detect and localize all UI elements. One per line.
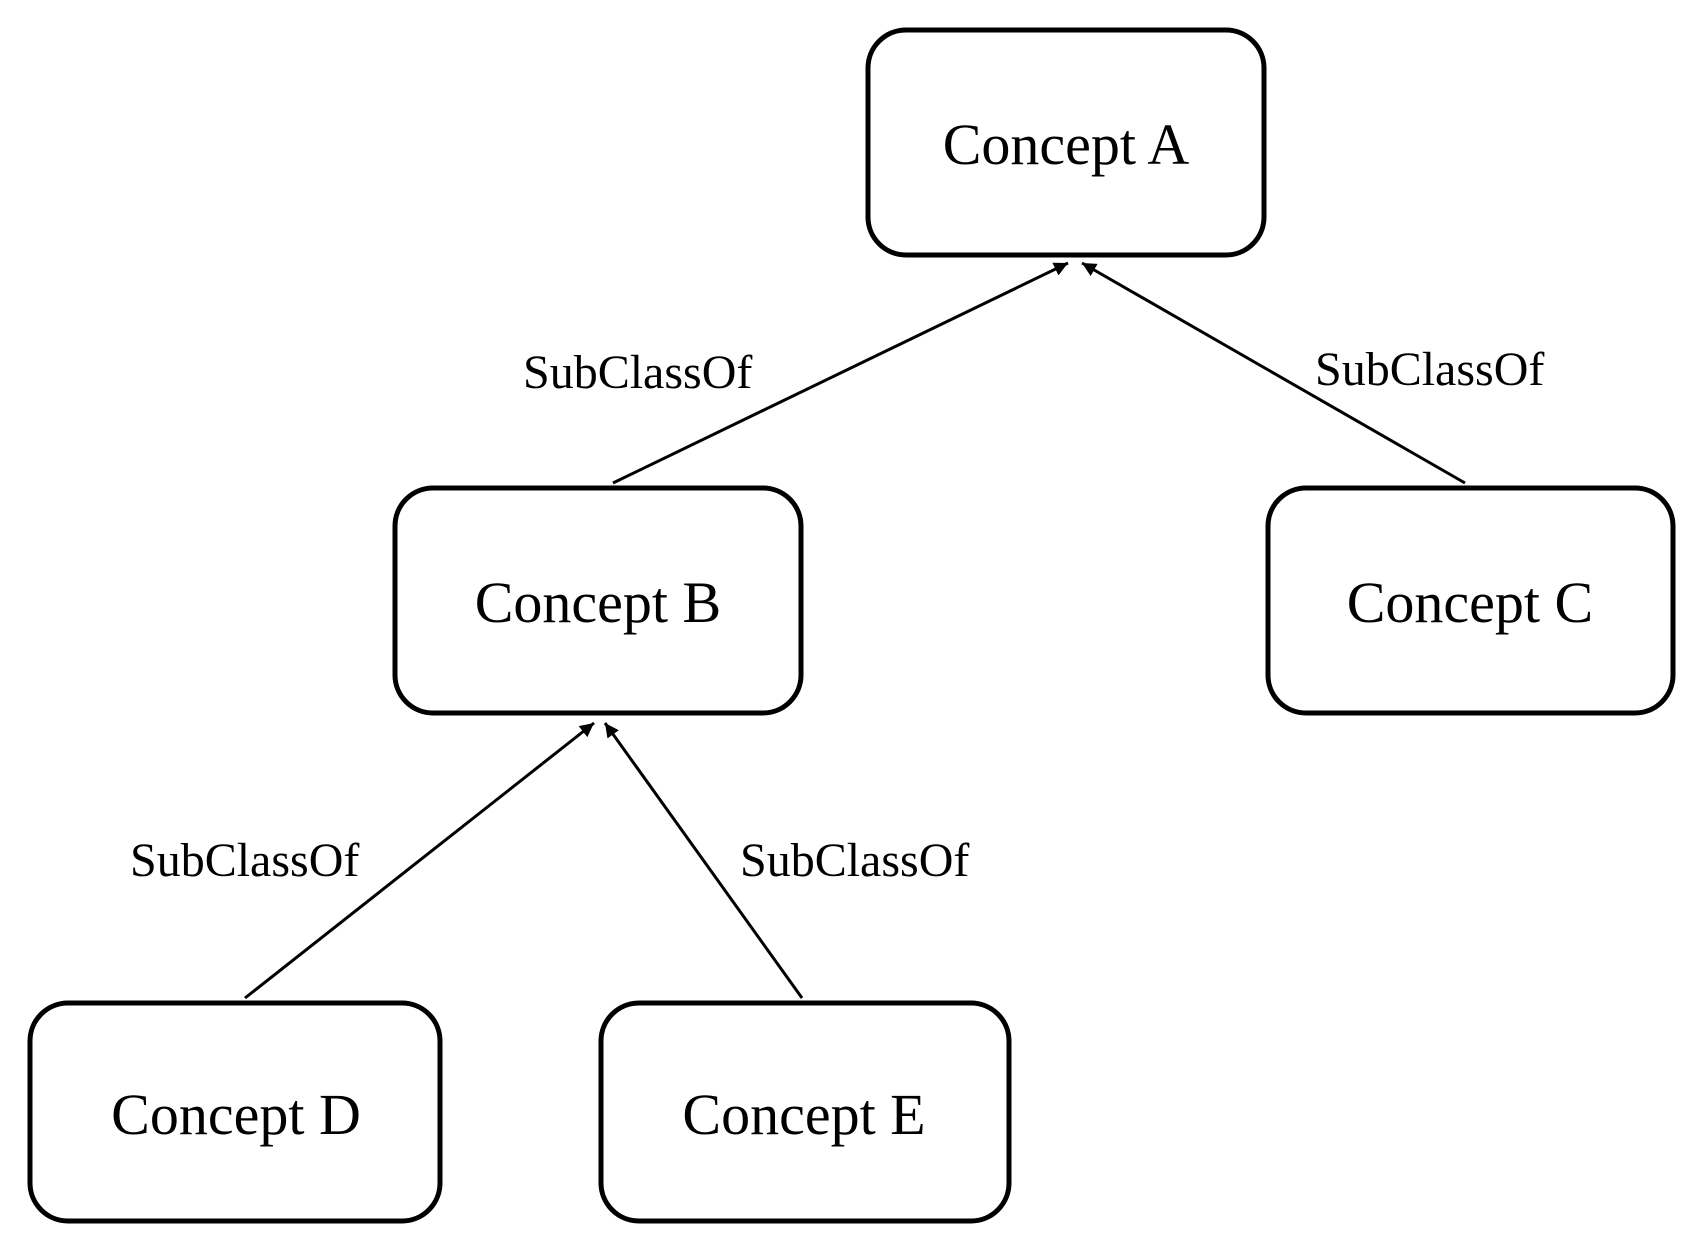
node-concept-d: Concept D [27,1000,443,1224]
edge-c-to-a [1081,261,1466,485]
node-concept-e: Concept E [598,1000,1012,1224]
node-concept-c: Concept C [1265,485,1676,716]
node-box-concept-d [27,1000,443,1224]
edge-d-to-b [244,721,595,1000]
node-label-concept-a: Concept A [943,112,1190,177]
node-label-concept-d: Concept D [111,1082,361,1147]
node-concept-b: Concept B [392,485,804,716]
node-box-concept-a [865,27,1267,258]
edge-b-to-a [612,261,1069,485]
node-label-concept-c: Concept C [1347,570,1593,635]
edge-label-c-to-a: SubClassOf [1315,343,1544,396]
node-label-concept-b: Concept B [475,570,721,635]
edge-e-to-b [603,722,804,999]
node-box-concept-c [1265,485,1676,716]
edge-label-d-to-b: SubClassOf [130,834,359,887]
edge-label-e-to-b: SubClassOf [740,834,969,887]
node-box-concept-b [392,485,804,716]
node-box-concept-e [598,1000,1012,1224]
node-concept-a: Concept A [865,27,1267,258]
node-label-concept-e: Concept E [682,1082,925,1147]
edge-label-b-to-a: SubClassOf [523,346,752,399]
